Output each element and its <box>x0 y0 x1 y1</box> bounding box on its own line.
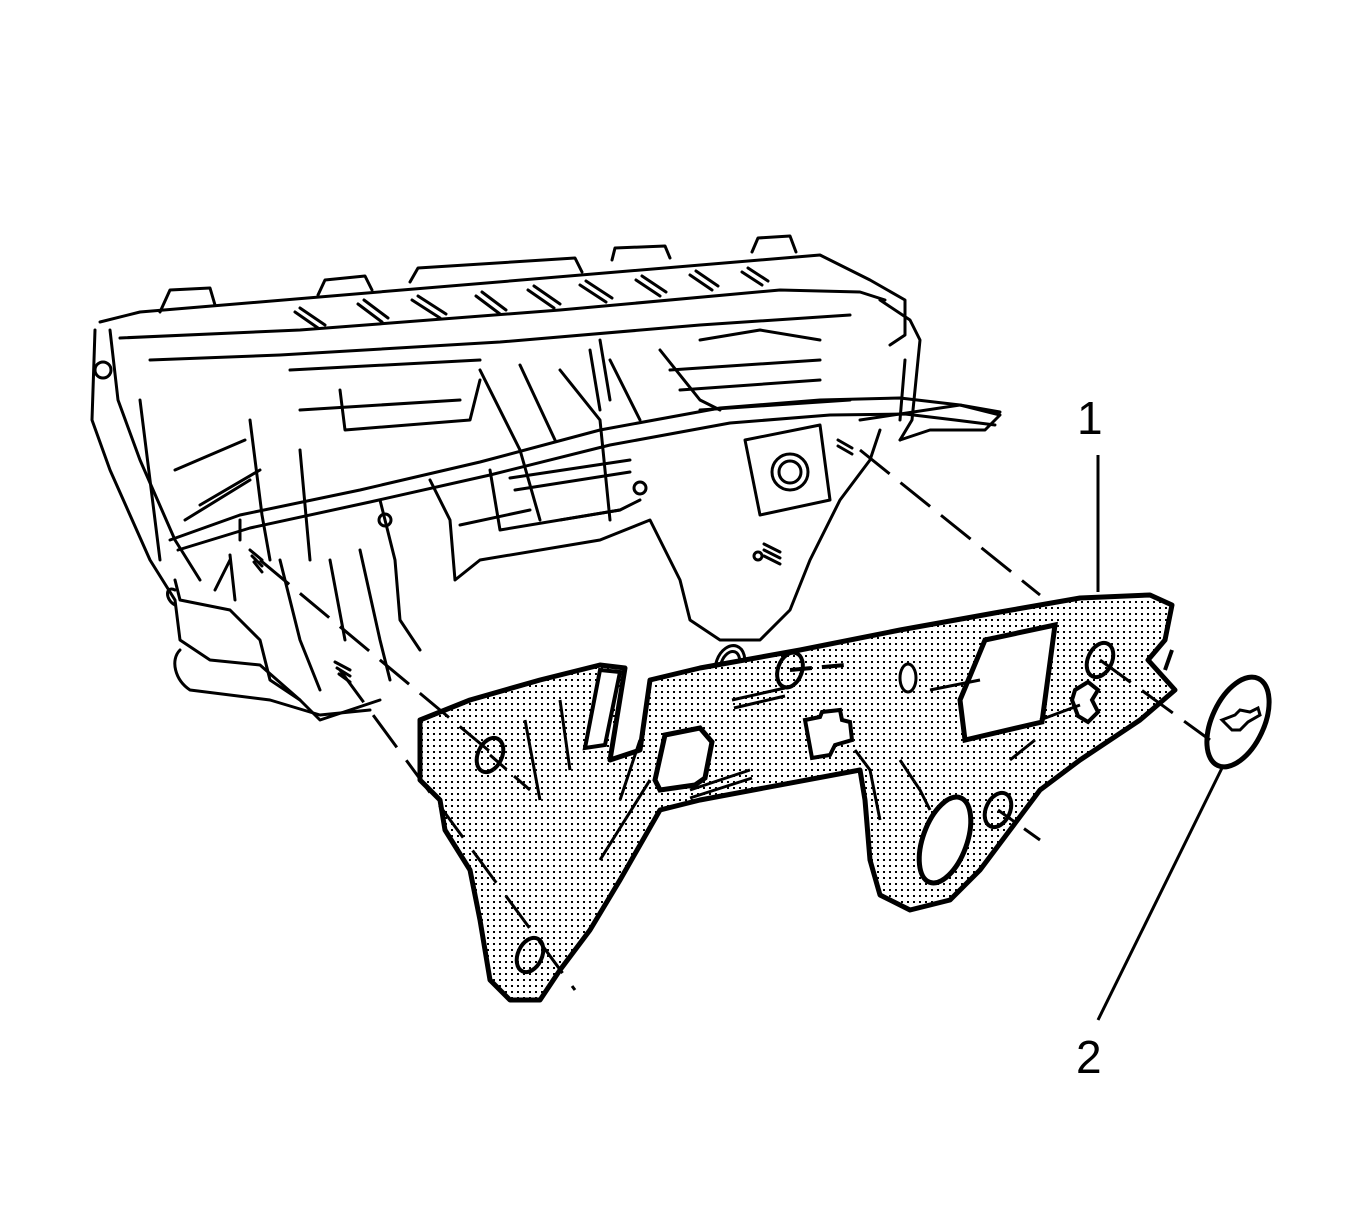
callout-label-1: 1 <box>1077 392 1103 444</box>
retainer-clip <box>1163 649 1272 770</box>
dash-panel-body-structure <box>90 234 1002 722</box>
callout-leader-lines <box>1096 455 1224 1021</box>
alignment-dashed-lines <box>259 448 1211 991</box>
dotted-insulator-panel <box>417 592 1178 1003</box>
callout-label-2: 2 <box>1076 1031 1102 1083</box>
leader-line-2 <box>1096 767 1224 1021</box>
